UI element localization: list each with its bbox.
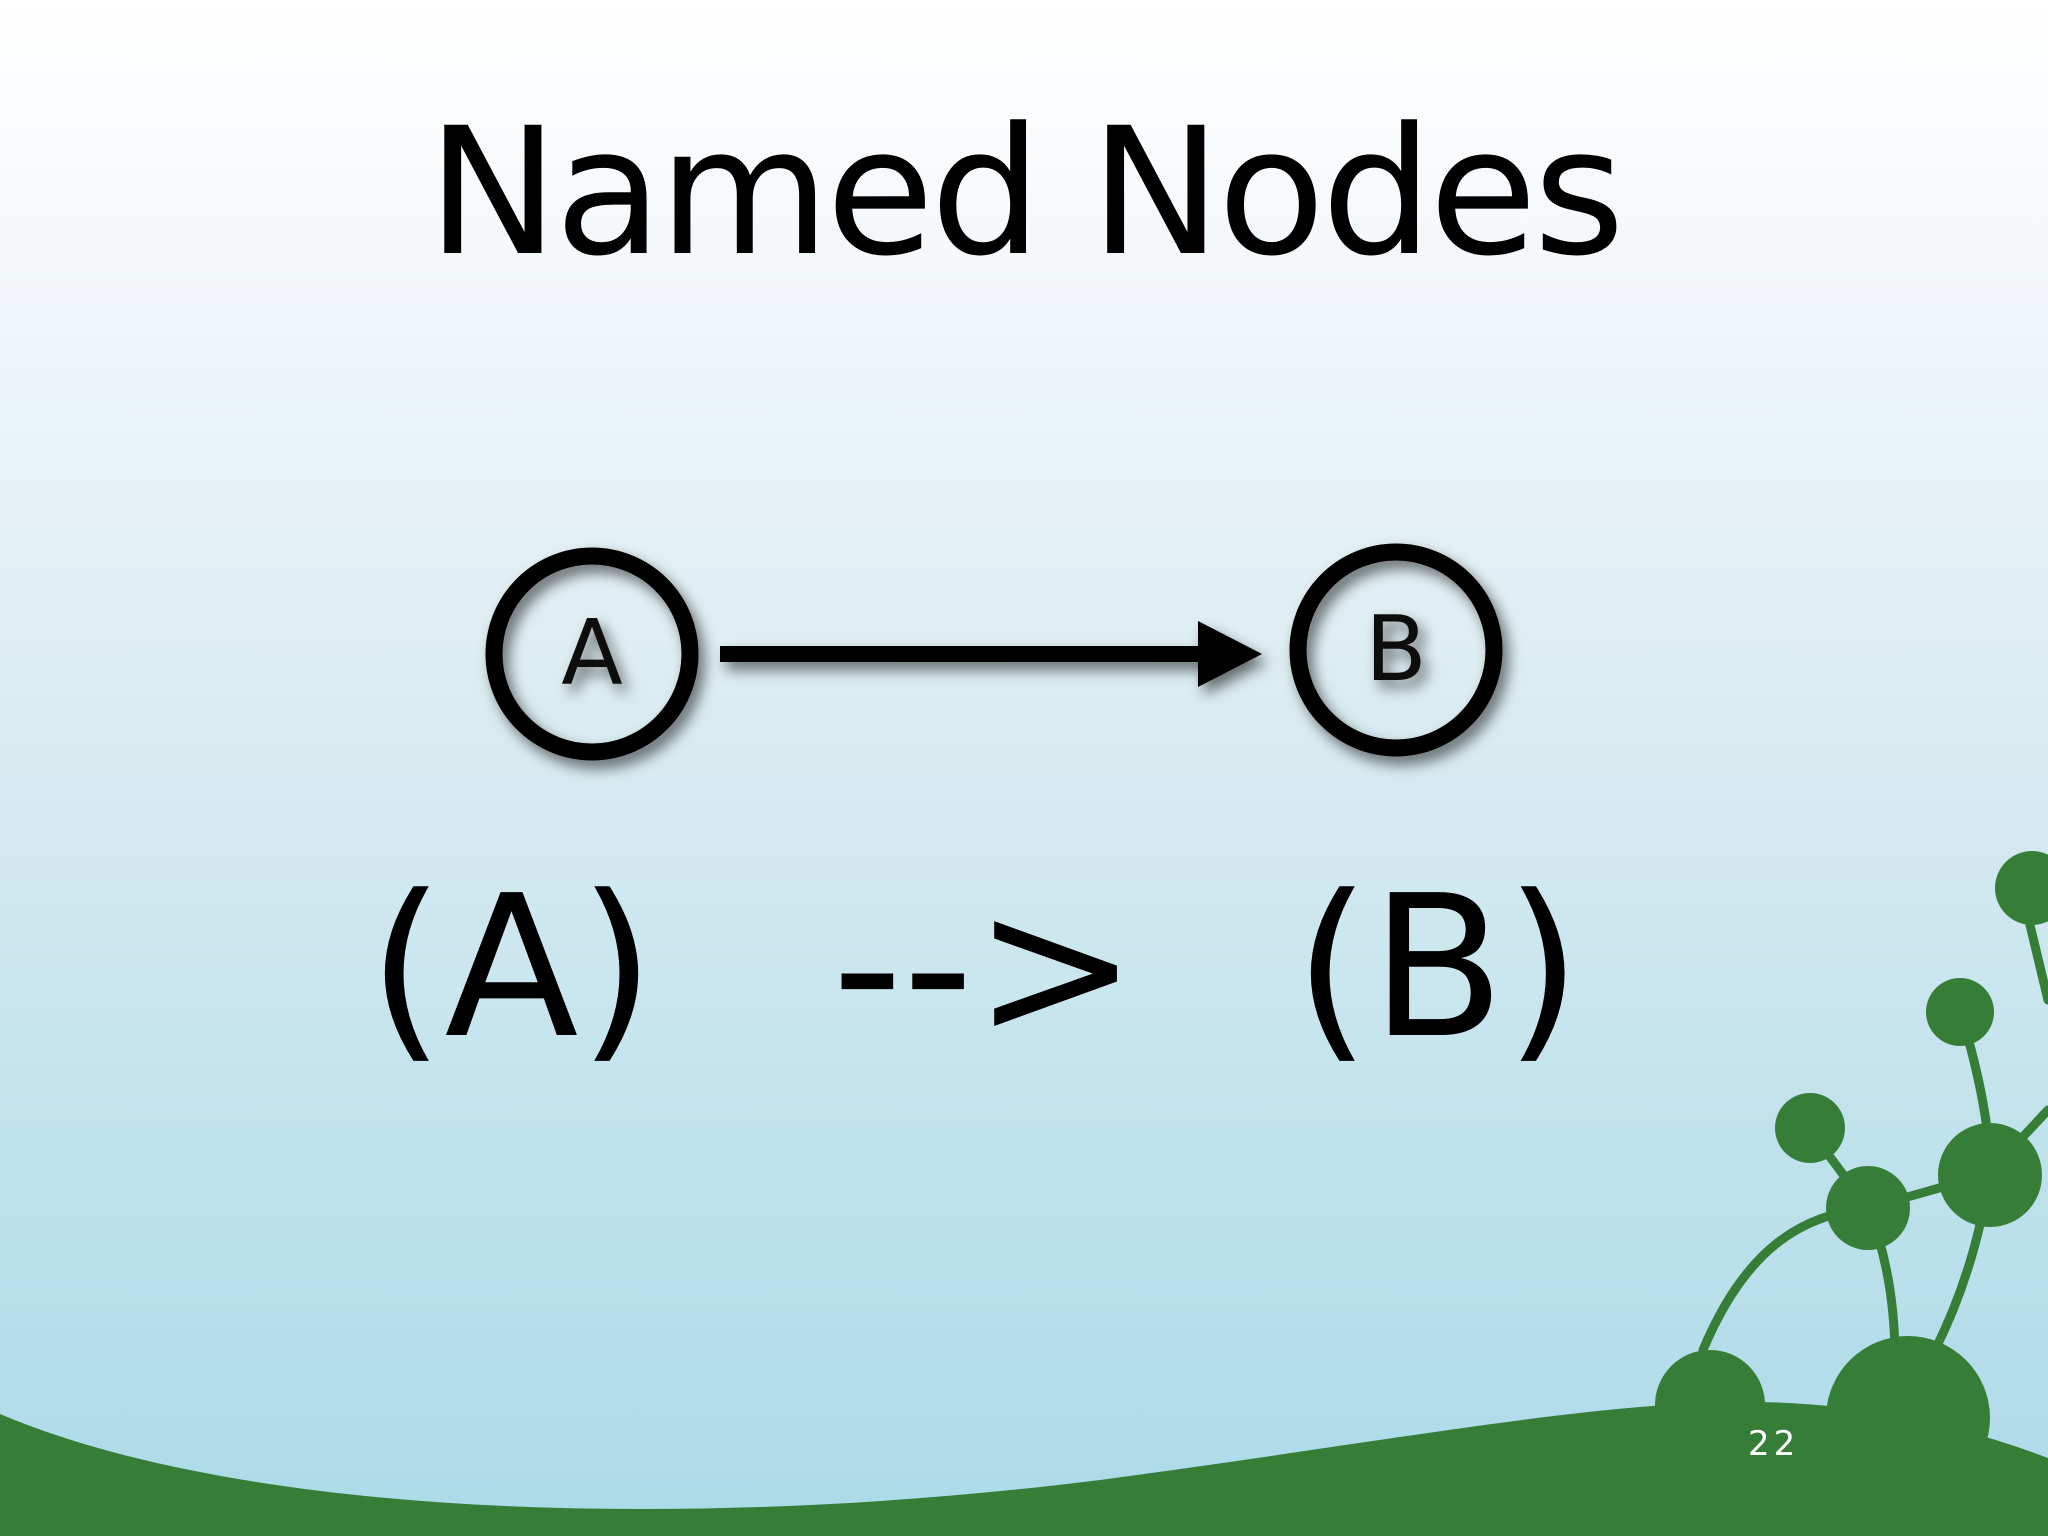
slide-title: Named Nodes xyxy=(427,90,1625,295)
green-hill xyxy=(0,1401,2048,1536)
code-arrow: --> xyxy=(832,854,1138,1082)
code-node-b: (B) xyxy=(1294,854,1582,1082)
code-node-a: (A) xyxy=(368,854,656,1082)
edge-a-to-b xyxy=(720,621,1262,687)
node-b: B xyxy=(1289,543,1503,757)
page-number: 22 xyxy=(1748,1424,1800,1464)
node-a-label: A xyxy=(561,601,623,706)
arrowhead-icon xyxy=(1198,621,1262,687)
node-b-circle xyxy=(1289,543,1503,757)
node-a-circle xyxy=(485,547,699,761)
node-a: A xyxy=(485,547,699,761)
node-b-label: B xyxy=(1365,597,1427,702)
edge-line xyxy=(720,646,1210,662)
